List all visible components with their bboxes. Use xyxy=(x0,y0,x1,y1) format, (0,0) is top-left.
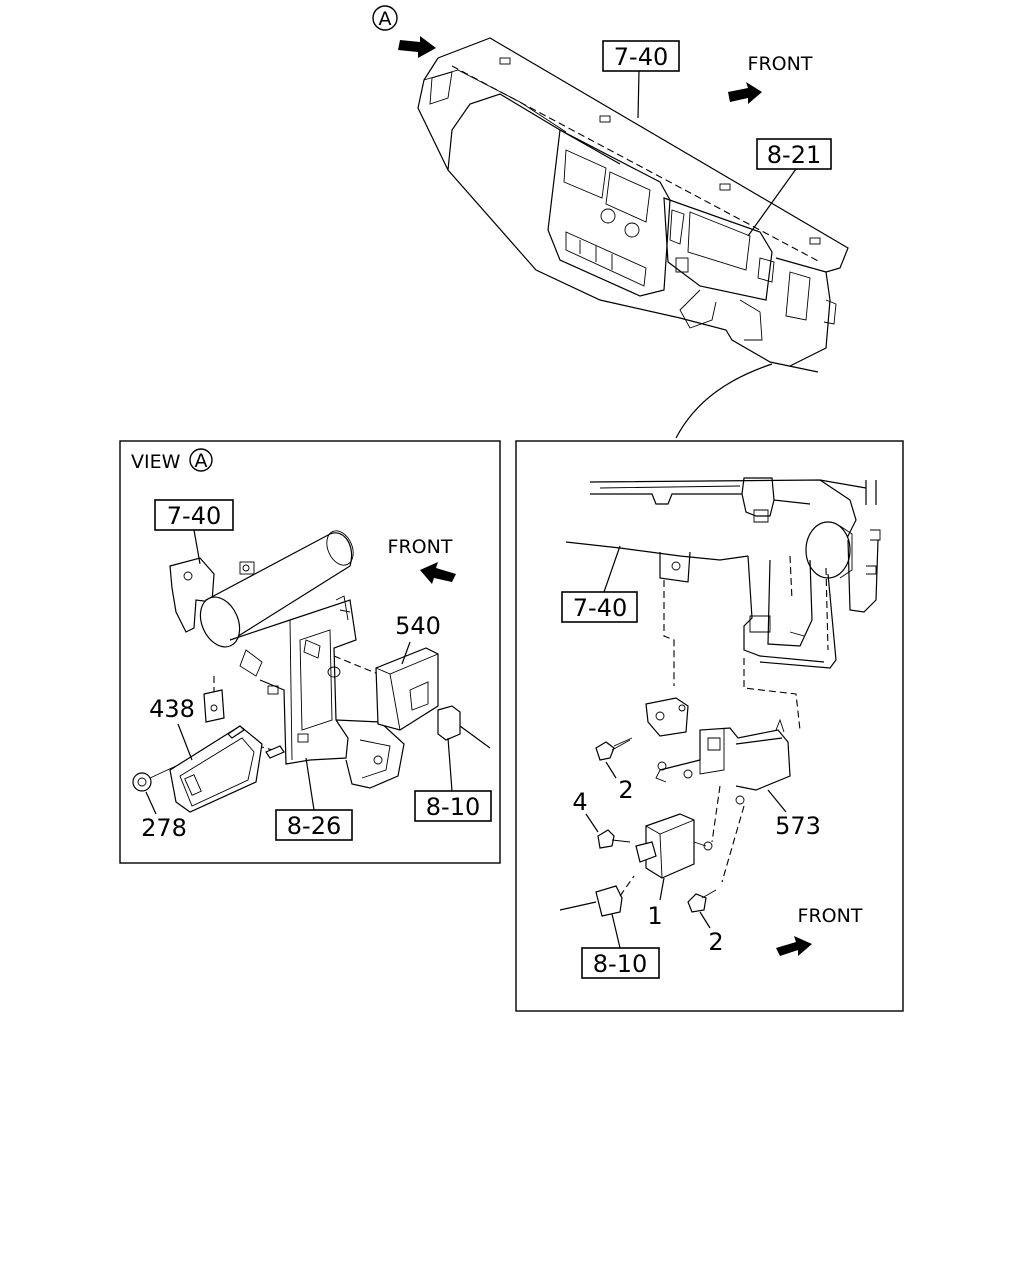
view-marker-letter: A xyxy=(379,8,392,30)
callout-right-7-40: 7-40 xyxy=(561,545,638,623)
svg-text:7-40: 7-40 xyxy=(167,502,221,530)
label-part-573: 573 xyxy=(767,789,821,840)
front-label-top: FRONT xyxy=(728,53,813,104)
svg-text:573: 573 xyxy=(775,812,821,840)
svg-text:2: 2 xyxy=(708,928,723,956)
label-part-2-upper: 2 xyxy=(605,761,634,804)
callout-left-7-40: 7-40 xyxy=(154,499,234,565)
front-arrow-top xyxy=(728,82,762,104)
dashboard-illustration xyxy=(417,37,849,373)
label-part-540: 540 xyxy=(395,612,441,665)
front-arrow-right xyxy=(776,936,812,956)
view-marker-a: A xyxy=(372,5,436,58)
detail-panel xyxy=(515,440,904,1012)
svg-text:438: 438 xyxy=(149,695,195,723)
front-arrow-left xyxy=(420,562,456,584)
label-part-438: 438 xyxy=(149,695,195,761)
front-label-left: FRONT xyxy=(388,536,456,584)
svg-text:8-21: 8-21 xyxy=(767,141,821,169)
svg-text:FRONT: FRONT xyxy=(748,53,813,75)
svg-text:FRONT: FRONT xyxy=(798,905,863,927)
callout-left-8-26: 8-26 xyxy=(275,757,353,841)
detail-leader-curve xyxy=(675,363,773,439)
view-title-letter: A xyxy=(195,450,208,472)
svg-text:8-10: 8-10 xyxy=(426,793,480,821)
callout-top-7-40: 7-40 xyxy=(602,40,680,119)
svg-text:1: 1 xyxy=(647,902,662,930)
svg-text:8-10: 8-10 xyxy=(593,950,647,978)
callout-right-8-10: 8-10 xyxy=(581,913,660,979)
svg-text:4: 4 xyxy=(572,788,587,816)
callout-left-8-10: 8-10 xyxy=(414,737,492,822)
view-title: VIEW xyxy=(131,451,181,473)
view-a-panel: VIEW A xyxy=(119,440,501,864)
label-part-278: 278 xyxy=(141,791,187,842)
svg-text:2: 2 xyxy=(618,776,633,804)
svg-text:278: 278 xyxy=(141,814,187,842)
svg-text:7-40: 7-40 xyxy=(573,594,627,622)
front-label-right: FRONT xyxy=(776,905,863,956)
svg-text:540: 540 xyxy=(395,612,441,640)
label-part-4: 4 xyxy=(572,788,599,833)
view-direction-arrow xyxy=(398,36,436,58)
callout-top-8-21: 8-21 xyxy=(747,138,832,237)
label-part-1: 1 xyxy=(647,877,665,930)
svg-text:FRONT: FRONT xyxy=(388,536,453,558)
svg-text:7-40: 7-40 xyxy=(614,43,668,71)
label-part-2-lower: 2 xyxy=(699,911,724,956)
svg-text:8-26: 8-26 xyxy=(287,812,341,840)
